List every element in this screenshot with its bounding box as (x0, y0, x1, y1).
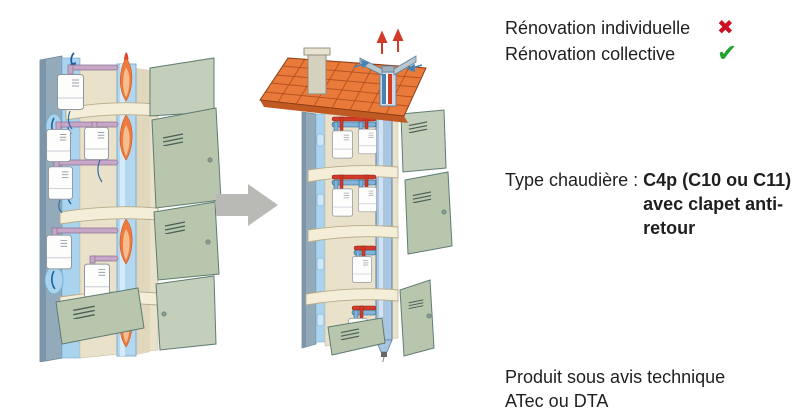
chimney-icon (303, 47, 331, 95)
door-handle-icon (207, 157, 213, 163)
intake-arrows-icon (353, 59, 423, 73)
vent-door-icon (153, 201, 220, 281)
boiler-icon (46, 234, 72, 270)
technical-approval-line: Produit sous avis technique (505, 367, 726, 387)
collective-flue-duct (375, 109, 393, 341)
left-diagram-old-installation (39, 52, 222, 362)
boiler-icon (332, 130, 353, 159)
door-handle-icon (205, 239, 211, 245)
vent-door-icon (400, 109, 447, 173)
technical-approval-line: ATec ou DTA (505, 391, 609, 411)
door-handle-icon (161, 311, 167, 317)
boiler-type-note: Type chaudière : C4p (C10 ou C11) avec c… (505, 168, 791, 240)
boiler-type-label: Type chaudière : (505, 170, 639, 190)
floor-slab (307, 165, 399, 183)
vent-door-icon (149, 57, 215, 117)
legend-row-collective: Rénovation collective ✔ (505, 41, 737, 67)
legend-row-individual: Rénovation individuelle ✖ (505, 15, 737, 41)
floor-slab (305, 288, 399, 306)
transformation-arrow-icon (216, 184, 278, 226)
shaft-openings (316, 133, 325, 327)
boiler-icon (46, 129, 71, 162)
check-icon: ✔ (717, 40, 738, 67)
vent-panel-icon (55, 287, 145, 345)
legend-label-individual: Rénovation individuelle (505, 18, 691, 38)
vent-door-icon (155, 275, 217, 351)
boiler-icon (48, 166, 73, 200)
renovation-legend: Rénovation individuelle ✖ Rénovation col… (505, 15, 737, 67)
door-handle-icon (426, 313, 432, 319)
vent-door-icon (399, 279, 435, 357)
boiler-type-value-line: avec clapet anti- (643, 194, 784, 214)
floor-slab (307, 225, 399, 243)
boiler-type-value-line: retour (643, 218, 696, 238)
vent-doors (327, 109, 453, 357)
legend-label-collective: Rénovation collective (505, 44, 676, 64)
boiler-icon (84, 263, 110, 299)
vent-doors (55, 57, 222, 351)
door-handle-icon (441, 209, 447, 215)
boiler-type-value: C4p (C10 ou C11) avec clapet anti- retou… (643, 168, 791, 240)
technical-approval-note: Produit sous avis technique ATec ou DTA (505, 365, 725, 413)
cross-icon: ✖ (717, 17, 734, 39)
flue-terminal-icon (353, 28, 423, 107)
boiler-icon (352, 256, 372, 283)
exhaust-arrows-icon (376, 28, 404, 54)
boiler-type-value-line: C4p (C10 ou C11) (643, 170, 792, 190)
boiler-icon (358, 186, 377, 213)
right-diagram-renovated-installation (259, 28, 453, 362)
boiler-icon (358, 128, 377, 155)
boiler-icon (84, 127, 109, 160)
boiler-icon (332, 188, 353, 217)
vent-door-icon (404, 171, 453, 255)
boiler-icon (57, 73, 84, 111)
